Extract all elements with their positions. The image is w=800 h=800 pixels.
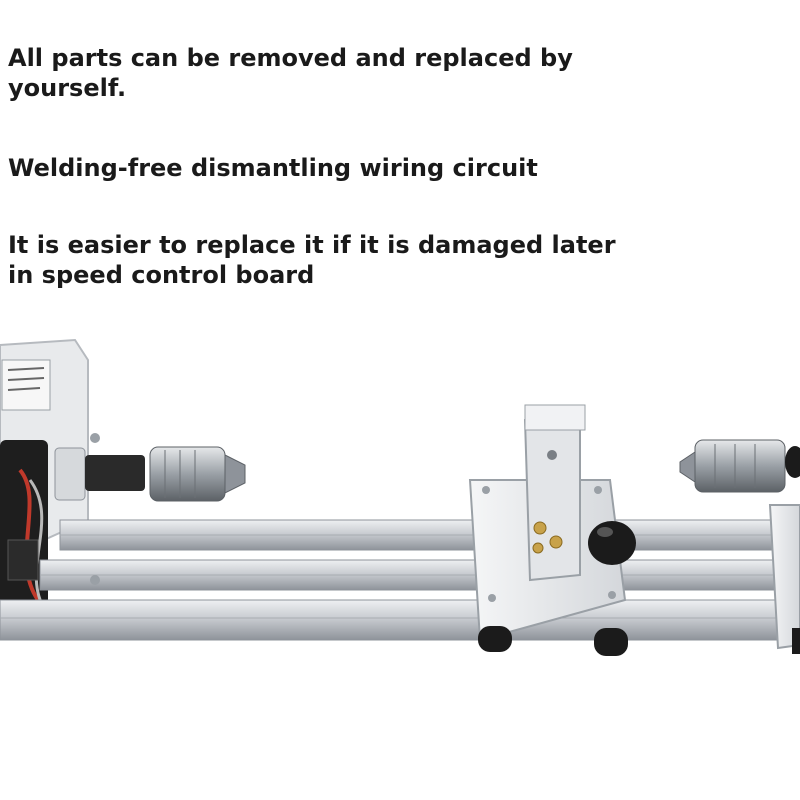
caption-speed-board: It is easier to replace it if it is dama… [8, 231, 616, 289]
tool-rest [468, 404, 636, 656]
tailstock [679, 439, 800, 654]
locking-knob [588, 521, 636, 565]
adjust-knob-right [594, 628, 628, 656]
headstock [0, 338, 89, 611]
caption-parts-replaceable: All parts can be removed and replaced by… [8, 44, 573, 102]
mini-lathe-photo [0, 338, 800, 656]
adjust-knob-left [478, 626, 512, 652]
wire [18, 468, 40, 602]
bolt [90, 433, 100, 443]
caption-welding-free: Welding-free dismantling wiring circuit [8, 154, 538, 182]
headstock-chuck [54, 446, 246, 502]
bolt [90, 575, 100, 585]
lathe-bed [0, 519, 800, 641]
